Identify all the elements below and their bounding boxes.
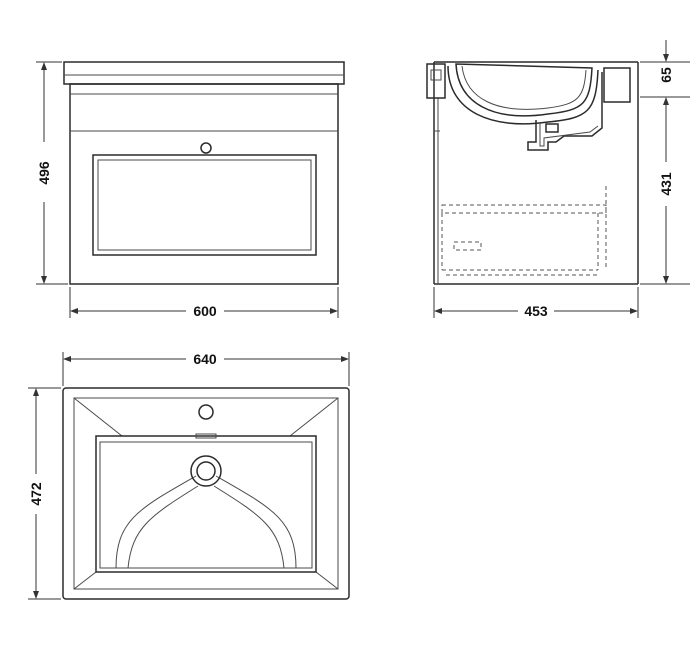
front-door-panel xyxy=(92,154,317,256)
basin-width-label: 640 xyxy=(193,351,217,367)
front-view xyxy=(63,61,345,285)
dim-front-height: 496 xyxy=(36,61,68,285)
plan-view xyxy=(62,387,350,600)
side-cabinet xyxy=(433,97,639,285)
side-basin-section xyxy=(426,61,639,151)
dim-side-heights: 65 431 xyxy=(640,40,690,285)
front-width-label: 600 xyxy=(193,303,217,319)
basin-lip-height-label: 65 xyxy=(658,67,674,83)
waste-outlet xyxy=(190,455,222,487)
side-drawer-hidden xyxy=(441,186,607,276)
side-depth-label: 453 xyxy=(524,303,548,319)
front-height-label: 496 xyxy=(36,161,52,185)
plan-bowl-rim xyxy=(95,435,317,573)
tap-hole-plan xyxy=(198,404,214,420)
plan-bowl-contour xyxy=(115,475,297,569)
side-view xyxy=(426,61,639,285)
dim-basin-depth: 472 xyxy=(28,387,61,600)
front-basin-top xyxy=(63,61,345,85)
front-cabinet xyxy=(69,83,339,285)
dim-basin-width: 640 xyxy=(62,351,350,386)
tap-hole-front xyxy=(200,142,212,154)
dim-front-width: 600 xyxy=(69,287,339,319)
basin-depth-label: 472 xyxy=(28,482,44,506)
dim-side-depth: 453 xyxy=(433,287,639,319)
cabinet-height-label: 431 xyxy=(658,172,674,196)
